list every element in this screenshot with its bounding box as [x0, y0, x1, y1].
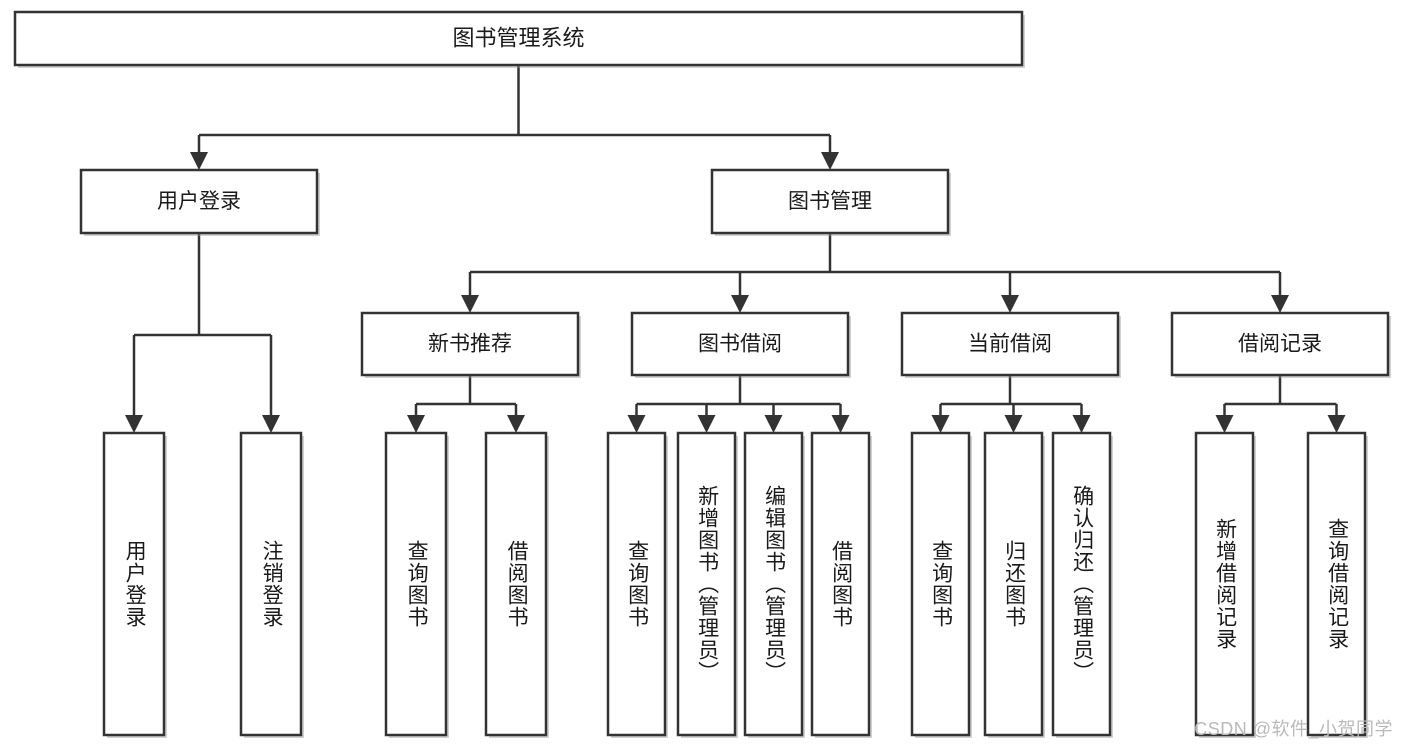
watermark: CSDN @软件_小贺同学: [1194, 719, 1393, 739]
node-new-book-recommend[interactable]: [360, 311, 580, 377]
leaf-confirm-return-admin[interactable]: [1051, 431, 1112, 737]
arrow-to-leaf-query-book-1: [407, 415, 425, 433]
leaf-edit-book-admin[interactable]: [743, 431, 804, 737]
node-user-login-label: 用户登录: [157, 190, 241, 213]
arrow-to-leaf-confirm-return-admin: [1072, 415, 1091, 433]
arrow-to-leaf-query-borrow-record: [1327, 415, 1346, 433]
node-new-book-recommend-label: 新书推荐: [428, 333, 512, 356]
node-borrow-records-label: 借阅记录: [1238, 333, 1322, 356]
arrow-to-leaf-borrow-book-2: [831, 415, 850, 433]
arrow-to-leaf-return-book: [1004, 415, 1023, 433]
leaf-query-book-3[interactable]: [910, 431, 971, 737]
node-book-management[interactable]: [710, 168, 950, 235]
leaf-borrow-book-2[interactable]: [810, 431, 871, 737]
arrow-to-leaf-query-book-3: [931, 415, 950, 433]
arrow-to-leaf-borrow-book-1: [507, 415, 525, 433]
node-root-library-system-label: 图书管理系统: [452, 25, 584, 50]
arrow-to-leaf-add-book-admin: [697, 415, 716, 433]
node-book-management-label: 图书管理: [788, 190, 872, 213]
leaf-logout[interactable]: [239, 431, 303, 737]
node-current-borrow-label: 当前借阅: [968, 333, 1052, 356]
arrow-to-node-new-book-recommend: [461, 295, 479, 313]
node-user-login[interactable]: [79, 168, 319, 235]
arrow-to-leaf-add-borrow-record: [1215, 415, 1234, 433]
leaf-return-book[interactable]: [983, 431, 1044, 737]
arrow-to-leaf-query-book-2: [627, 415, 646, 433]
arrow-to-node-book-borrow: [731, 295, 749, 313]
connector-layer: [125, 65, 1346, 433]
arrow-to-node-borrow-records: [1271, 295, 1289, 313]
node-book-borrow-label: 图书借阅: [698, 333, 782, 356]
leaf-add-borrow-record[interactable]: [1194, 431, 1255, 737]
node-current-borrow[interactable]: [900, 311, 1120, 377]
arrow-to-node-user-login: [190, 152, 208, 170]
arrow-to-node-current-borrow: [1001, 295, 1019, 313]
arrow-to-leaf-edit-book-admin: [764, 415, 783, 433]
arrow-to-leaf-user-login: [125, 415, 143, 433]
leaf-query-borrow-record[interactable]: [1306, 431, 1367, 737]
node-borrow-records[interactable]: [1170, 311, 1390, 377]
leaf-query-book-2[interactable]: [606, 431, 667, 737]
arrow-to-node-book-management: [821, 152, 839, 170]
leaf-borrow-book-1[interactable]: [484, 431, 548, 737]
node-book-borrow[interactable]: [630, 311, 850, 377]
leaf-user-login[interactable]: [102, 431, 166, 737]
arrow-to-leaf-logout: [262, 415, 280, 433]
leaf-add-book-admin[interactable]: [676, 431, 737, 737]
node-root-library-system[interactable]: [13, 10, 1024, 67]
leaf-query-book-1[interactable]: [384, 431, 448, 737]
